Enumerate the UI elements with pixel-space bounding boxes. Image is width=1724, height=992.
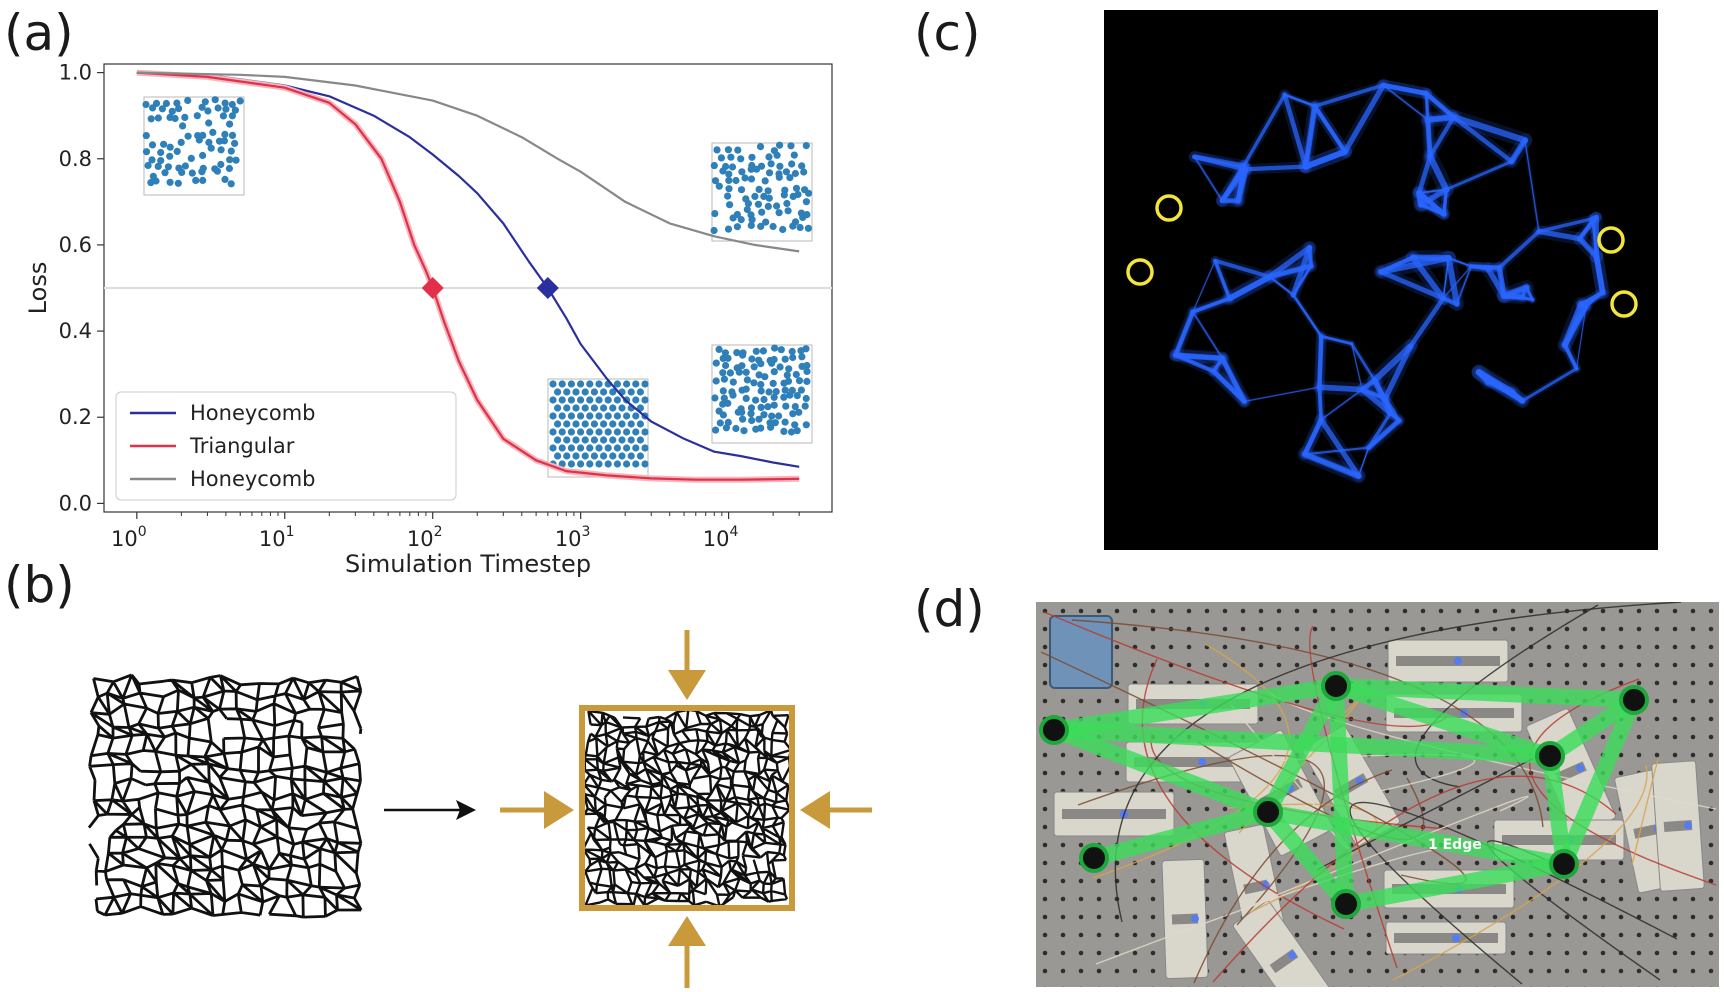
network-edge — [1556, 692, 1642, 872]
node-marker-ring — [1155, 194, 1183, 222]
network-edge — [1260, 804, 1354, 912]
node-marker-ring — [1610, 290, 1638, 318]
network-node — [1549, 849, 1579, 879]
honeycomb-line — [136, 71, 800, 468]
legend-label-triangular: Triangular — [189, 434, 295, 458]
x-tick-label: 102 — [407, 524, 443, 551]
circuit-board — [1053, 791, 1175, 837]
compression-arrows — [500, 630, 872, 988]
network-edge — [1260, 678, 1344, 820]
panel-label-a: (a) — [4, 4, 74, 62]
honeycomb-marker — [536, 277, 559, 299]
arrow-left — [500, 791, 574, 829]
inset-random — [142, 96, 245, 196]
x-tick-label: 101 — [259, 524, 295, 551]
circuit-board — [1651, 760, 1705, 892]
y-tick-label: 1.0 — [59, 61, 92, 85]
triangular-line — [136, 71, 800, 481]
disordered-lattice — [87, 673, 363, 919]
network-edge — [1046, 722, 1276, 820]
network-edge — [1542, 692, 1642, 764]
node-markers — [1126, 194, 1638, 318]
transform-arrow — [384, 800, 476, 820]
legend-label-honeycomb-gray: Honeycomb — [190, 467, 315, 491]
circuit-board — [1232, 900, 1336, 987]
network-node — [1253, 797, 1283, 827]
network-edge — [1338, 856, 1572, 912]
y-axis-title: Loss — [24, 262, 52, 315]
circuit-board — [1161, 858, 1209, 980]
legend-label-honeycomb: Honeycomb — [190, 401, 315, 425]
x-tick-label: 104 — [703, 524, 739, 551]
honeycomb-gray-line — [136, 71, 800, 253]
node-marker-ring — [1126, 258, 1154, 286]
network-edges — [1046, 678, 1642, 912]
circuit-board — [1387, 639, 1509, 683]
legend: Honeycomb Triangular Honeycomb — [115, 391, 457, 501]
compression-frame — [579, 705, 795, 911]
legend-box — [115, 391, 457, 501]
panel-label-c: (c) — [914, 4, 981, 62]
network-edge — [1542, 748, 1572, 872]
arrow-top — [668, 630, 706, 700]
inset-honeycomb-gray — [710, 141, 813, 242]
flow-network-image — [1104, 10, 1658, 550]
network-edge — [1328, 678, 1642, 708]
network-edge — [1328, 678, 1354, 912]
network-node — [1039, 715, 1069, 745]
y-tick-label: 0.4 — [59, 319, 92, 343]
network-node — [1535, 741, 1565, 771]
edge-label: 1 Edge — [1428, 837, 1482, 853]
panel-label-d: (d) — [914, 580, 985, 638]
y-tick-label: 0.6 — [59, 233, 92, 257]
arrow-bottom — [668, 916, 706, 988]
hardware-network-photo: 1 Edge — [1036, 602, 1719, 987]
inset-triangular — [547, 378, 649, 478]
y-tick-label: 0.8 — [59, 147, 92, 171]
network-edge — [1086, 804, 1276, 866]
arrow-right — [800, 791, 872, 829]
network-nodes — [1039, 671, 1649, 919]
loss-chart: 0.0 0.2 0.4 0.6 0.8 1.0 100 101 102 103 104 Simula… — [24, 61, 833, 578]
panel-label-b: (b) — [4, 556, 75, 614]
network-node — [1321, 671, 1351, 701]
network-edge — [1046, 678, 1344, 738]
lattice-compression-schematic — [87, 630, 872, 988]
node-marker-ring — [1597, 226, 1625, 254]
x-tick-label: 100 — [111, 524, 147, 551]
network-node — [1079, 843, 1109, 873]
network-edge — [1328, 678, 1558, 764]
inset-honeycomb-blue — [711, 344, 813, 444]
x-axis-title: Simulation Timestep — [345, 550, 591, 578]
network-edge — [1260, 804, 1572, 872]
glowing-network — [1168, 78, 1610, 484]
network-node — [1619, 685, 1649, 715]
triangular-marker — [421, 277, 444, 299]
y-tick-label: 0.0 — [59, 491, 92, 515]
network-node — [1331, 889, 1361, 919]
y-tick-label: 0.2 — [59, 405, 92, 429]
x-tick-label: 103 — [555, 524, 591, 551]
compressed-lattice — [582, 708, 793, 908]
image-background — [1104, 10, 1658, 550]
